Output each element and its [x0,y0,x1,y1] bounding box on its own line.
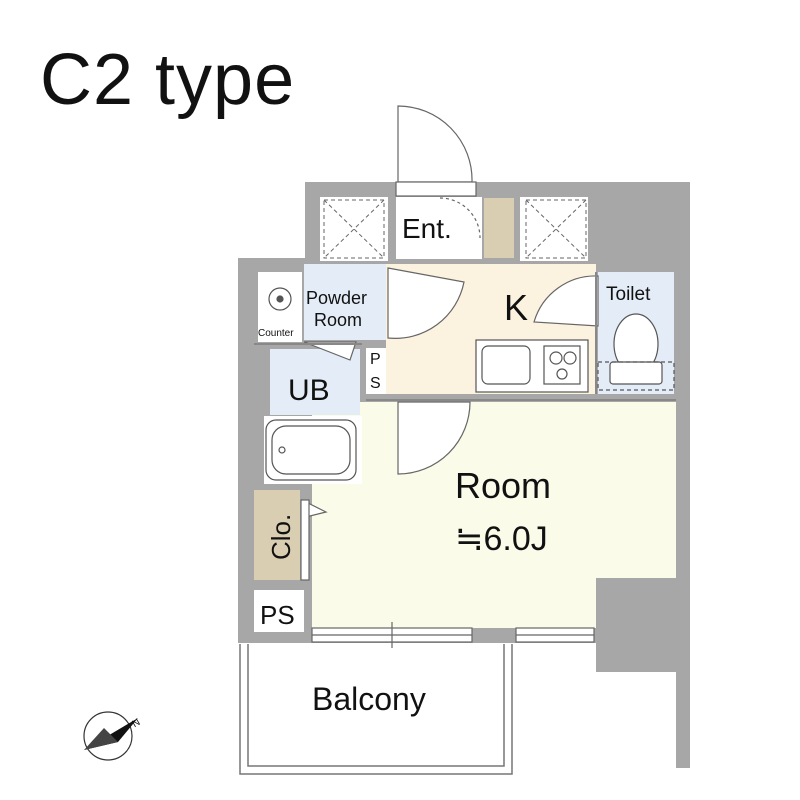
duct-shafts [323,199,587,259]
kitchen-sink [481,345,531,385]
plan-title: C2 type [40,40,296,120]
compass: N [83,711,143,761]
toilet-door [533,275,599,327]
label-powder-room-line1: Powder [306,288,367,308]
label-room: Room [455,465,551,506]
powder-room-floor [304,264,386,340]
partitions [254,272,676,401]
entrance-swing [439,197,481,239]
pipe-space-floor [254,590,304,632]
label-closet: Clo. [266,514,296,560]
windows [311,622,595,648]
label-toilet: Toilet [606,284,651,305]
stove-burner-c [556,368,568,380]
bathtub-drain [278,446,286,454]
label-unit-bath: UB [288,374,330,407]
unit-bath-floor [270,349,360,415]
toilet-outline [597,361,675,391]
doors [300,105,599,581]
room-floor-notch [596,578,676,628]
balcony [239,644,513,775]
closet-door-leaf [300,499,310,581]
front-door-frame [395,181,477,197]
duct-shaft-left [323,199,385,259]
duct-box-right [520,197,588,261]
label-pipe-space-small-p: P [370,351,381,368]
stove-burner-b [563,351,577,365]
label-powder-room-line2: Room [314,310,362,330]
shoe-cabinet [484,198,514,258]
label-counter: Counter [258,328,294,339]
wash-basin-drain [276,295,284,303]
label-room-size: ≒6.0J [455,520,548,558]
label-entrance: Ent. [402,213,452,244]
toilet-tank [609,361,663,385]
balcony-rail-outer [239,644,513,775]
room-door [397,401,471,475]
pipe-space-small-floor [366,348,386,394]
powder-room-door [387,267,465,339]
compass-needle-half [84,728,118,750]
stove-burner-a [549,351,563,365]
bathtub-inner [271,425,351,475]
duct-shaft-right [525,199,587,259]
label-pipe-space: PS [260,600,295,630]
label-kitchen: K [504,287,528,328]
fixtures [265,287,675,481]
labels: Ent. K Toilet Powder Room Counter UB P S… [258,213,651,717]
label-balcony: Balcony [312,681,426,717]
entrance-floor [396,197,482,259]
closet-floor [254,490,300,580]
compass-north-label: N [131,717,143,730]
front-door [397,105,473,183]
bath-door [303,341,357,361]
label-pipe-space-small-s: S [370,375,381,392]
balcony-rail-inner [247,644,505,767]
